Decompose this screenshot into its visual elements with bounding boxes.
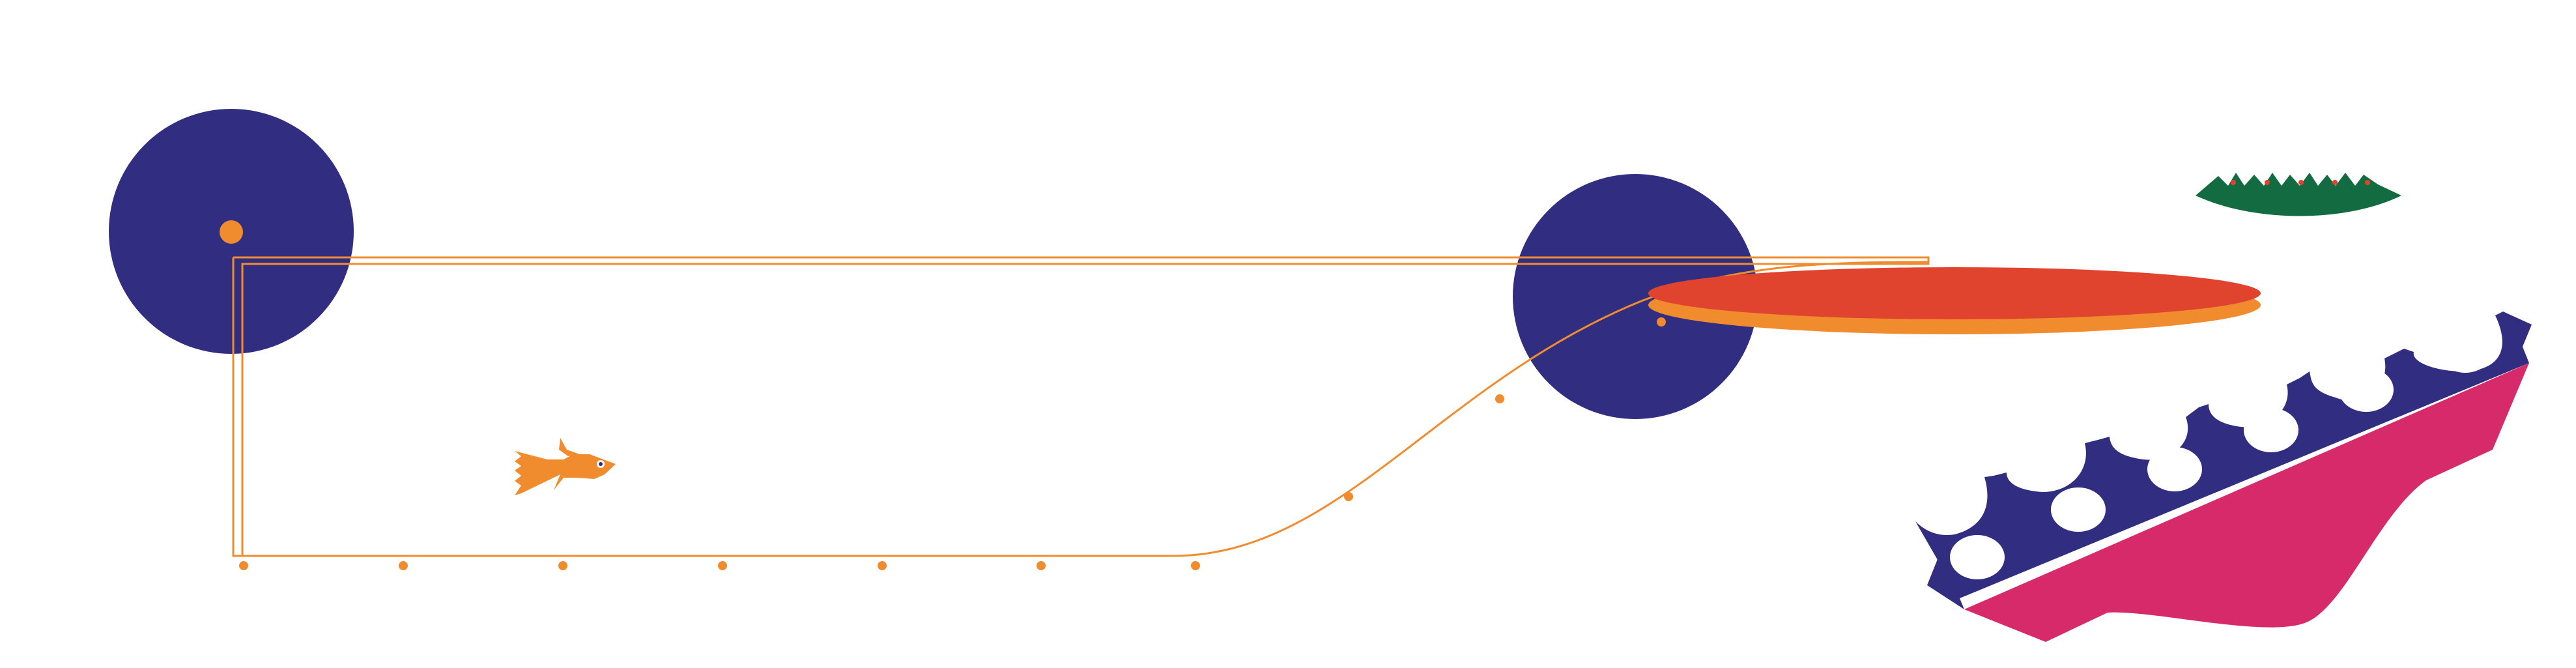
orange-bird xyxy=(515,438,616,495)
right-navy-circle xyxy=(1513,174,1758,419)
green-crown xyxy=(2196,173,2401,216)
red-ellipse xyxy=(1648,267,2261,319)
track-dot xyxy=(239,561,248,570)
orange-curve xyxy=(1172,261,1929,557)
magenta-wing xyxy=(1964,363,2529,642)
track-dot xyxy=(1344,492,1353,501)
track-dot xyxy=(878,561,887,570)
track-dot xyxy=(399,561,408,570)
left-orange-dot xyxy=(220,220,243,244)
orange-rectangle-outline xyxy=(232,256,1930,557)
track-dot xyxy=(1495,394,1504,403)
track-dot xyxy=(558,561,567,570)
track-dot xyxy=(718,561,727,570)
track-dot xyxy=(1037,561,1046,570)
navy-castle xyxy=(1915,312,2532,609)
track-dot xyxy=(1191,561,1200,570)
track-dot xyxy=(1657,317,1666,327)
